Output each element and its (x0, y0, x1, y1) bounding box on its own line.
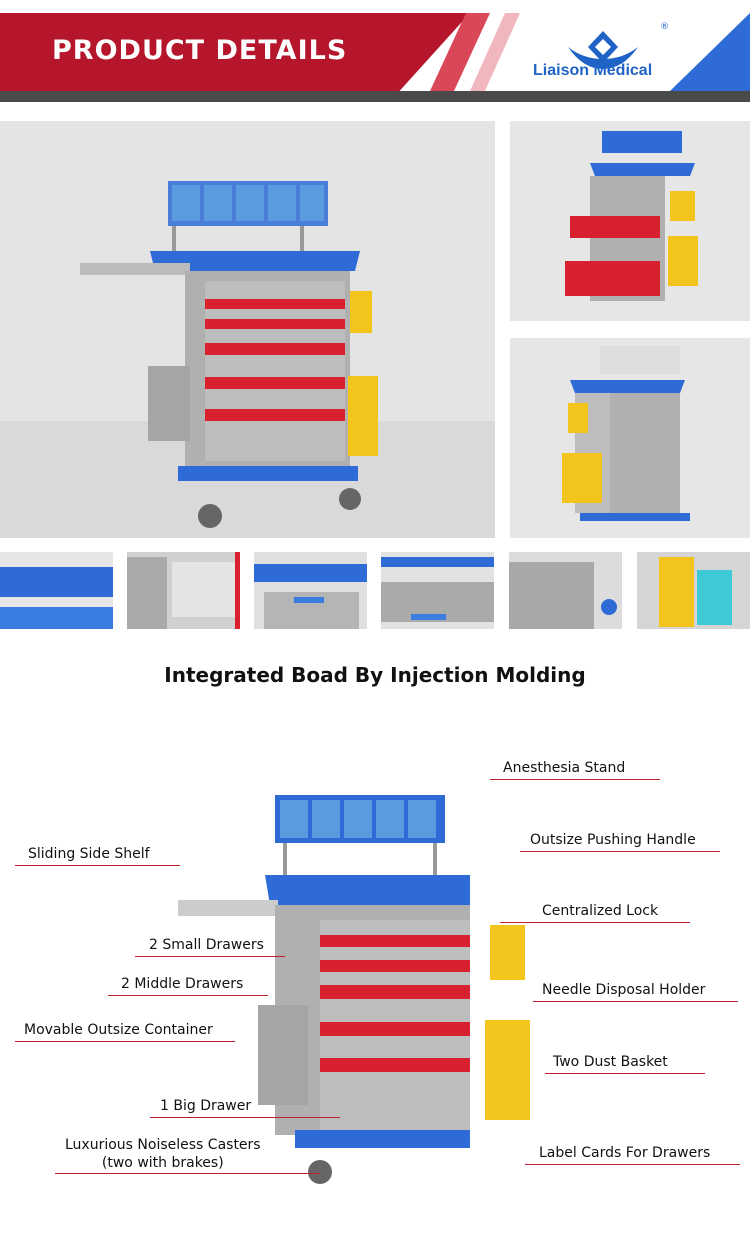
thumbnail-pushing-handle[interactable] (254, 552, 367, 629)
callout-line (545, 1073, 705, 1074)
callout-middle-drawers: 2 Middle Drawers (121, 976, 244, 992)
callout-casters: Luxurious Noiseless Casters (two with br… (65, 1136, 261, 1172)
callout-line (108, 995, 268, 996)
callout-line (15, 865, 180, 866)
callout-line (150, 1117, 340, 1118)
callout-sliding-side-shelf: Sliding Side Shelf (28, 846, 150, 862)
callout-movable-container: Movable Outsize Container (24, 1022, 213, 1038)
product-photo-drawers-open (510, 121, 750, 321)
banner-red-block (0, 13, 470, 91)
trolley-diagram-image (178, 795, 470, 1184)
thumbnail-sliding-shelf[interactable] (381, 552, 494, 629)
callout-two-dust-basket: Two Dust Basket (553, 1054, 668, 1070)
thumbnail-container-detail[interactable] (509, 552, 622, 629)
callout-line (500, 922, 690, 923)
callout-anesthesia-stand: Anesthesia Stand (503, 760, 626, 776)
trolley-front-image (0, 121, 495, 538)
callout-line (520, 851, 720, 852)
thumbnail-side-container[interactable] (127, 552, 240, 629)
header-banner: PRODUCT DETAILS Liaison Medical ® (0, 0, 750, 102)
callout-small-drawers: 2 Small Drawers (149, 937, 264, 953)
thumbnail-organizer-bins[interactable] (0, 552, 113, 629)
needle-holder-image (485, 925, 530, 1120)
section-heading: Integrated Boad By Injection Molding (164, 663, 586, 687)
callout-needle-disposal-holder: Needle Disposal Holder (542, 982, 706, 998)
callout-big-drawer: 1 Big Drawer (160, 1098, 252, 1114)
thumbnail-dust-baskets[interactable] (637, 552, 750, 629)
page-title: PRODUCT DETAILS (52, 35, 348, 66)
callout-line (490, 779, 660, 780)
callout-casters-line1: Luxurious Noiseless Casters (65, 1137, 261, 1153)
callout-label-cards: Label Cards For Drawers (539, 1145, 711, 1161)
callout-line (533, 1001, 738, 1002)
main-product-photo (0, 121, 495, 538)
banner-underline (0, 91, 750, 102)
callout-centralized-lock: Centralized Lock (542, 903, 659, 919)
registered-mark: ® (660, 22, 669, 32)
brand-logo-icon (568, 31, 638, 69)
callout-line (525, 1164, 740, 1165)
callout-outsize-pushing-handle: Outsize Pushing Handle (530, 832, 696, 848)
banner-blue-corner (670, 13, 750, 91)
brand-name: Liaison Medical (533, 62, 653, 79)
callout-line (55, 1173, 320, 1174)
callout-line (15, 1041, 235, 1042)
callout-casters-line2: (two with brakes) (101, 1155, 224, 1171)
callout-line (135, 956, 285, 957)
product-photo-back-view (510, 338, 750, 538)
